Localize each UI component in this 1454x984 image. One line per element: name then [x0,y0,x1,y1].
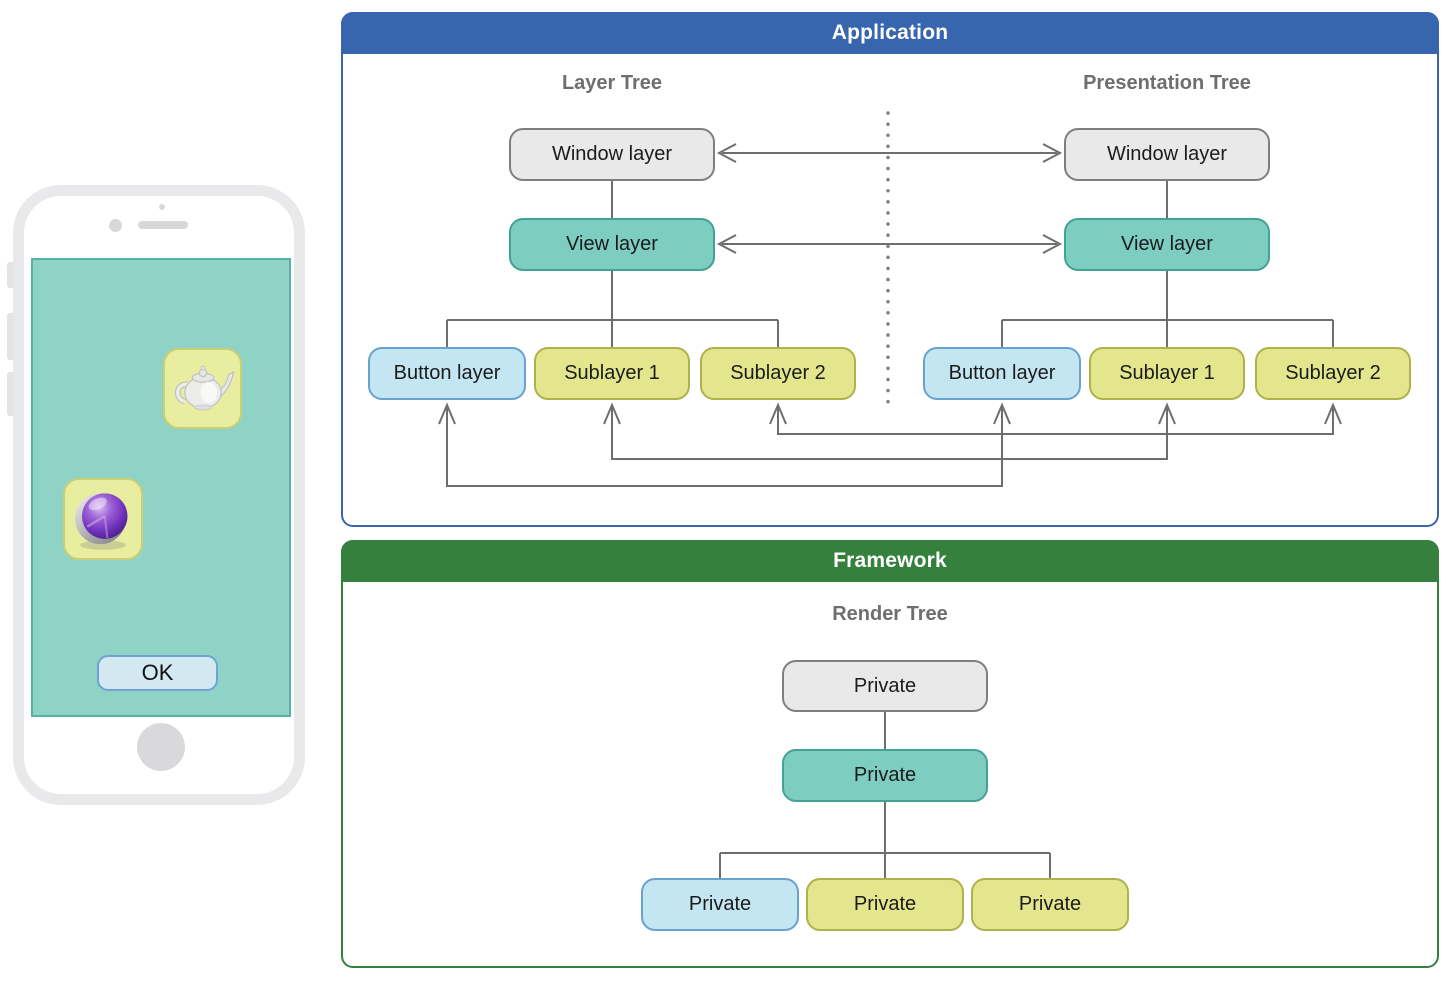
framework-title: Framework [833,549,947,572]
presentation-tree-node-sublayer-2: Sublayer 2 [1255,347,1411,400]
layer-tree-node-view-layer: View layer [509,218,715,271]
home-button [137,723,185,771]
render-tree-title: Render Tree [832,603,948,625]
speaker-slot [138,221,188,229]
layer-tree-node-button-layer: Button layer [368,347,526,400]
teapot-tile [163,348,242,429]
layer-tree-node-window-layer: Window layer [509,128,715,181]
presentation-tree-node-button-layer: Button layer [923,347,1081,400]
presentation-tree-node-sublayer-1: Sublayer 1 [1089,347,1245,400]
render-tree-node-child-1: Private [641,878,799,931]
layer-tree-node-sublayer-2: Sublayer 2 [700,347,856,400]
presentation-tree-node-window-layer: Window layer [1064,128,1270,181]
ok-button-label: OK [141,660,174,685]
render-tree-node-child-2: Private [806,878,964,931]
phone-volume-up-button [7,313,15,360]
phone-volume-down-button [7,372,15,416]
render-tree-node-middle: Private [782,749,988,802]
application-title: Application [831,21,949,44]
front-camera-icon [109,219,122,232]
core-animation-sphere-icon [68,481,138,558]
phone-mute-switch [7,262,15,288]
render-tree-node-root: Private [782,660,988,712]
framework-panel-header: Framework [341,540,1439,582]
application-panel-header: Application [341,12,1439,54]
teapot-icon [170,353,236,424]
layer-tree-node-sublayer-1: Sublayer 1 [534,347,690,400]
presentation-tree-title: Presentation Tree [1083,72,1251,94]
proximity-sensor-dot [159,204,165,210]
render-tree-node-child-3: Private [971,878,1129,931]
ok-button: OK [97,655,218,691]
phone-screen [31,258,291,717]
presentation-tree-node-view-layer: View layer [1064,218,1270,271]
layer-tree-title: Layer Tree [561,72,663,94]
sphere-tile [63,478,143,560]
